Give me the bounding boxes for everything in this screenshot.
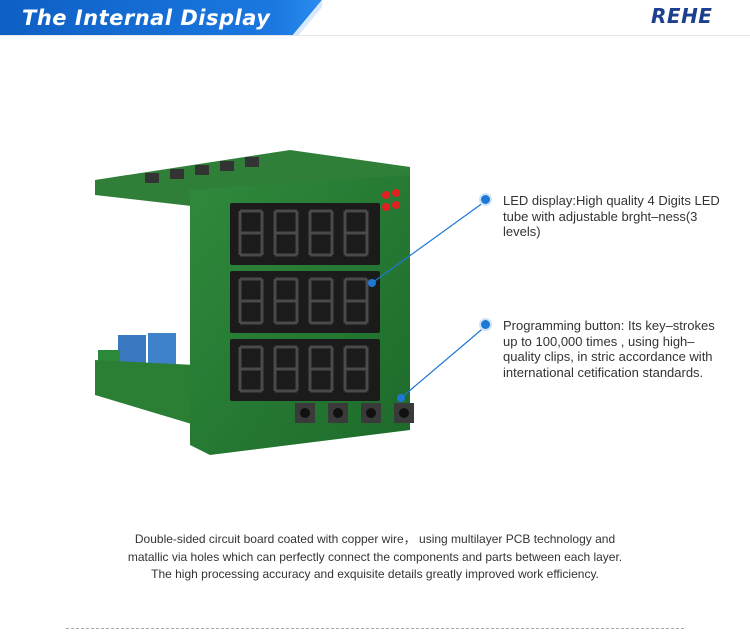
description-line: Double-sided circuit board coated with c…	[134, 532, 616, 546]
push-button-cap	[366, 408, 376, 418]
led-digit	[273, 345, 299, 393]
push-button-cap	[399, 408, 409, 418]
page-title: The Internal Display	[22, 6, 271, 30]
description-text: Double-sided circuit board coated with c…	[80, 531, 670, 584]
led-digit	[343, 209, 369, 257]
push-button-cap	[300, 408, 310, 418]
pcb-product-image	[95, 150, 414, 455]
led-digit	[238, 345, 264, 393]
led-digit	[238, 209, 264, 257]
callout-led-display: LED display:High quality 4 Digits LED tu…	[503, 193, 720, 239]
brand-logo: REHE	[651, 4, 713, 28]
callout-dot-icon	[481, 320, 490, 329]
callout-dot-icon	[481, 195, 490, 204]
digit-segments	[238, 209, 369, 393]
callout-programming-button: Programming button: Its key–strokes up t…	[503, 318, 715, 380]
header-bar: The Internal Display REHE	[0, 0, 750, 36]
bottom-circuit-board	[95, 360, 195, 425]
led-digit	[343, 277, 369, 325]
terminal-block	[145, 157, 259, 183]
push-buttons	[295, 403, 414, 423]
push-button-cap	[333, 408, 343, 418]
led-digit	[308, 277, 334, 325]
led-digit	[308, 345, 334, 393]
description-line: matallic via holes which can perfectly c…	[127, 549, 623, 564]
led-digit	[273, 209, 299, 257]
led-digit-rows	[230, 203, 380, 401]
header-divider	[0, 35, 750, 36]
title-banner	[0, 0, 322, 36]
led-digit	[273, 277, 299, 325]
led-digit	[343, 345, 369, 393]
led-digit	[238, 277, 264, 325]
led-digit	[308, 209, 334, 257]
description-line: The high processing accuracy and exquisi…	[151, 567, 599, 581]
bottom-divider	[66, 628, 684, 629]
